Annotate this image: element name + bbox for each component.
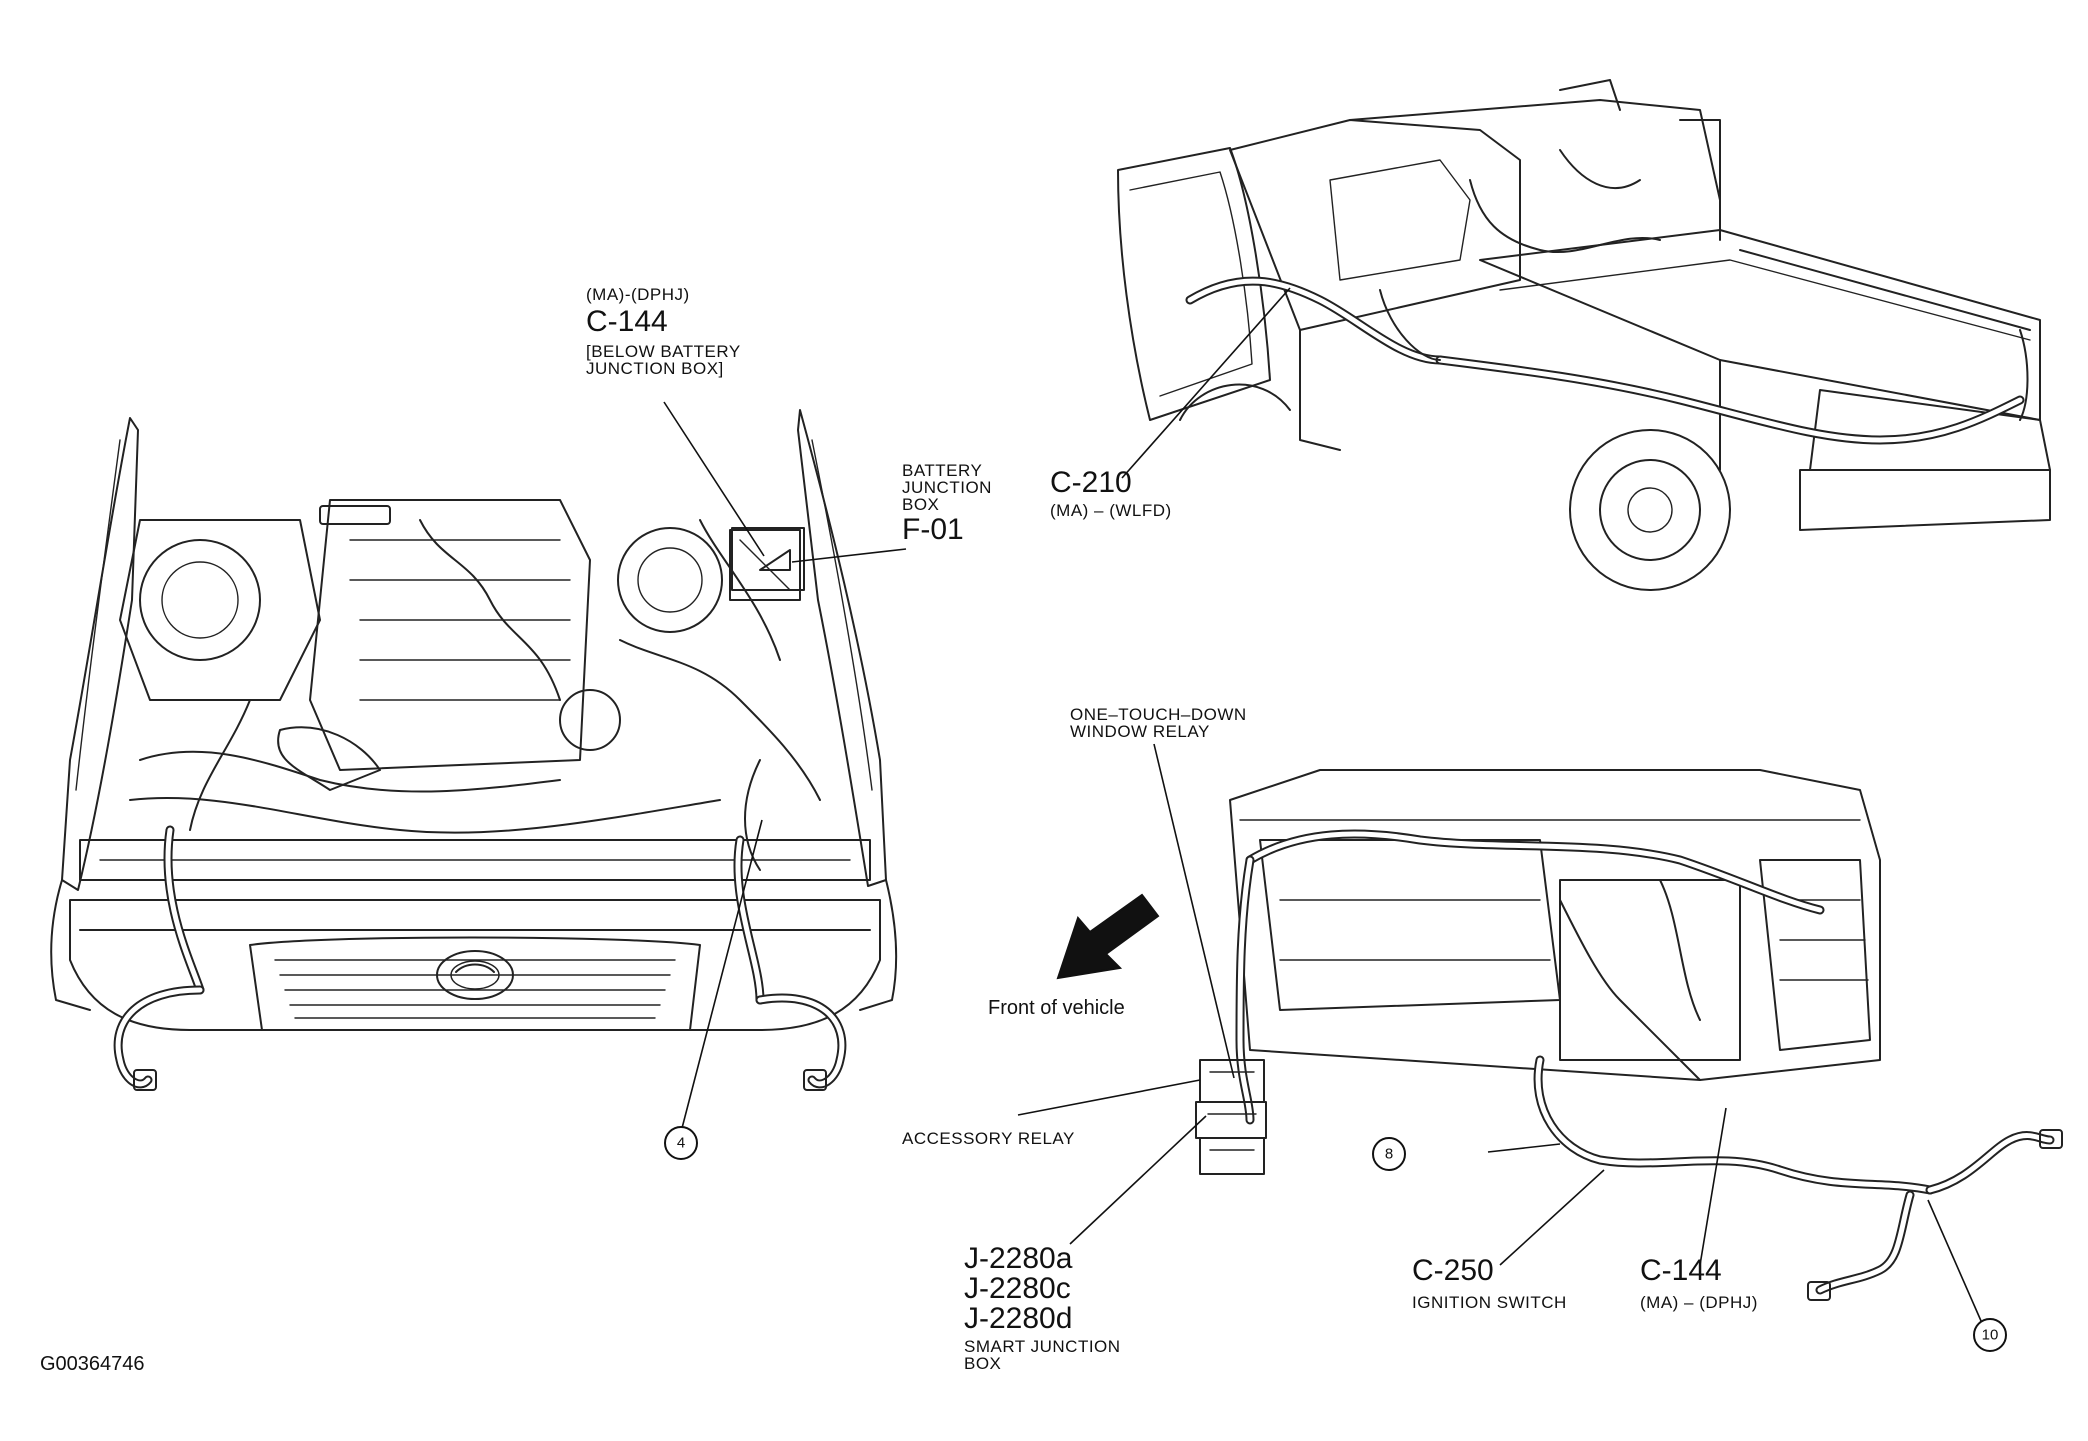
label-one-touch-down-relay: ONE–TOUCH–DOWN WINDOW RELAY (1070, 706, 1247, 740)
smart-junction-id-1: J-2280a (964, 1242, 1073, 1275)
c144-bottom-code: (MA) – (DPHJ) (1640, 1293, 1758, 1312)
label-accessory-relay: ACCESSORY RELAY (902, 1129, 1075, 1148)
label-c144-top: (MA)-(DPHJ) C-144 [BELOW BATTERY JUNCTIO… (586, 286, 741, 377)
label-c144-bottom: C-144 (MA) – (DPHJ) (1640, 1254, 1758, 1312)
label-battery-junction-box: BATTERY JUNCTION BOX F-01 (902, 462, 992, 545)
c144-top-code: (MA)-(DPHJ) (586, 285, 690, 304)
pickup-truck-illustration (1117, 79, 2051, 591)
callout-10: 10 (1973, 1318, 2007, 1352)
battery-junction-id: F-01 (902, 513, 964, 546)
one-touch-line-1: ONE–TOUCH–DOWN (1070, 705, 1247, 724)
dashboard-illustration (1195, 769, 2063, 1301)
engine-bay-illustration (50, 409, 898, 1091)
c210-code: (MA) – (WLFD) (1050, 501, 1172, 520)
label-c250: C-250 IGNITION SWITCH (1412, 1254, 1567, 1312)
front-arrow-icon (1056, 893, 1160, 980)
callout-4-number: 4 (677, 1135, 685, 1152)
label-c210: C-210 (MA) – (WLFD) (1050, 466, 1172, 520)
battery-junction-line-1: BATTERY (902, 461, 983, 480)
figure-id: G00364746 (40, 1353, 145, 1375)
battery-junction-line-2: JUNCTION (902, 478, 992, 497)
smart-junction-line-1: SMART JUNCTION (964, 1337, 1121, 1356)
c144-top-id: C-144 (586, 305, 668, 338)
leader-lines (663, 287, 1986, 1331)
c144-top-location-1: [BELOW BATTERY (586, 342, 741, 361)
c144-top-location-2: JUNCTION BOX] (586, 359, 724, 378)
c250-desc: IGNITION SWITCH (1412, 1293, 1567, 1312)
battery-junction-line-3: BOX (902, 495, 940, 514)
callout-8: 8 (1372, 1137, 1406, 1171)
c144-bottom-id: C-144 (1640, 1254, 1722, 1287)
label-front-of-vehicle: Front of vehicle (988, 997, 1125, 1019)
callout-10-number: 10 (1982, 1327, 1999, 1344)
callout-4: 4 (664, 1126, 698, 1160)
label-smart-junction-box: J-2280a J-2280c J-2280d SMART JUNCTION B… (964, 1242, 1121, 1373)
c210-id: C-210 (1050, 466, 1132, 499)
smart-junction-line-2: BOX (964, 1354, 1002, 1373)
smart-junction-id-2: J-2280c (964, 1272, 1071, 1305)
one-touch-line-2: WINDOW RELAY (1070, 722, 1210, 741)
smart-junction-id-3: J-2280d (964, 1302, 1073, 1335)
c250-id: C-250 (1412, 1254, 1494, 1287)
callout-8-number: 8 (1385, 1146, 1393, 1163)
